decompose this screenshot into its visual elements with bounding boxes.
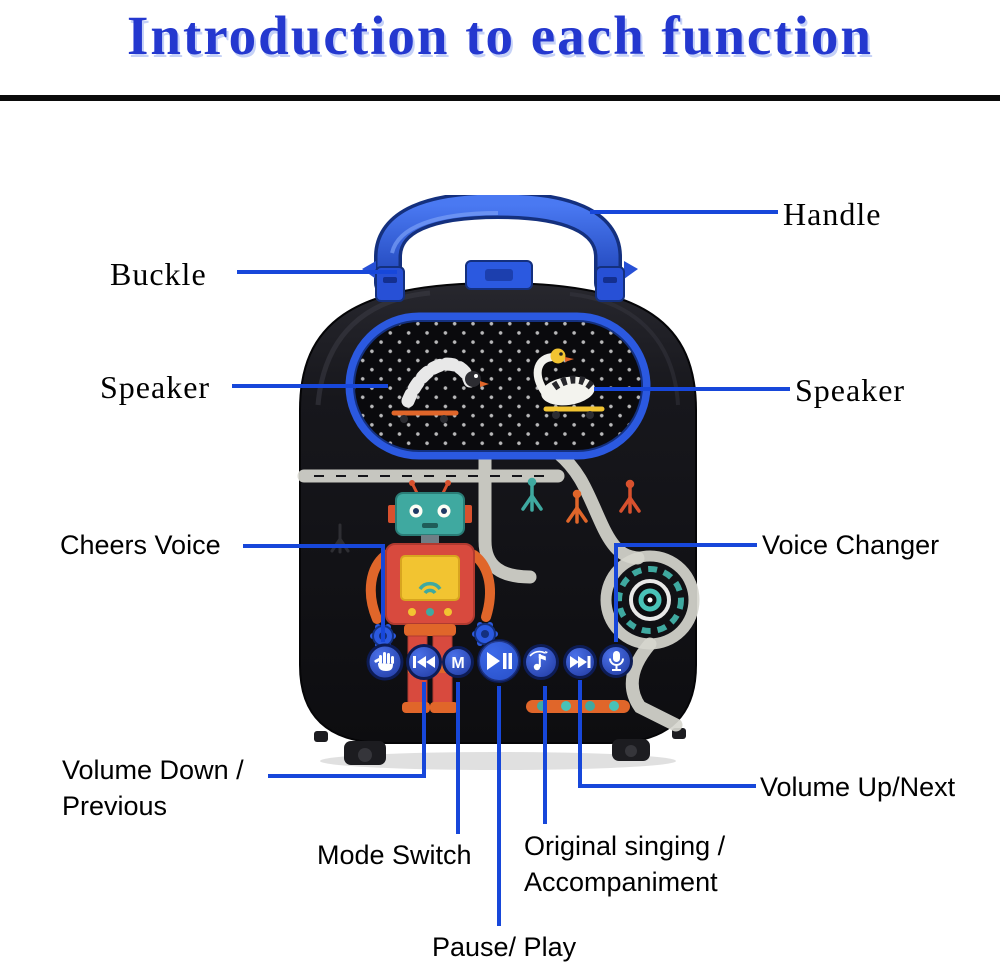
grille-critter-left xyxy=(391,357,489,423)
callout-line-pause-play xyxy=(497,686,501,926)
cheers-voice-button xyxy=(366,643,404,681)
callout-line-volume-down-h xyxy=(268,774,426,778)
speaker-grille xyxy=(345,312,651,460)
callout-line-cheers-h xyxy=(243,544,383,548)
left-foot xyxy=(344,741,386,765)
label-original-line2: Accompaniment xyxy=(524,867,718,897)
callout-line-handle xyxy=(590,210,778,214)
play-pause-icon xyxy=(487,652,512,670)
music-note-icon xyxy=(529,650,548,671)
label-original-line1: Original singing / xyxy=(524,831,726,861)
product-photo: M xyxy=(297,195,700,770)
label-volume-down-previous: Volume Down / Previous xyxy=(62,752,244,824)
volume-down-previous-button xyxy=(406,644,442,680)
callout-line-cheers-v xyxy=(381,544,385,642)
roundabout-road xyxy=(600,550,700,650)
callout-line-voice-changer-h xyxy=(618,543,757,547)
page-title: Introduction to each function xyxy=(126,5,874,66)
previous-track-icon xyxy=(413,656,435,668)
original-accompaniment-button xyxy=(523,644,559,680)
label-original-accompaniment: Original singing / Accompaniment xyxy=(524,828,725,900)
callout-line-speaker-right xyxy=(594,387,790,391)
callout-line-volume-down-v xyxy=(422,682,426,778)
callout-line-volume-up-h xyxy=(578,784,756,788)
gear-hand-right xyxy=(472,622,498,646)
label-volume-down-line2: Previous xyxy=(62,791,168,821)
label-mode-switch: Mode Switch xyxy=(317,840,472,870)
hand-icon xyxy=(374,652,394,671)
microphone-icon xyxy=(609,651,624,671)
label-cheers-voice: Cheers Voice xyxy=(60,530,221,560)
gear-hand-left xyxy=(370,624,396,648)
road-graphic xyxy=(297,442,683,732)
label-volume-up-next: Volume Up/Next xyxy=(760,772,956,802)
handle xyxy=(374,195,622,297)
mode-switch-button: M xyxy=(442,646,474,678)
voice-changer-button xyxy=(599,644,633,678)
buckle-right xyxy=(595,261,638,302)
pause-play-button xyxy=(477,639,521,683)
left-side-tab xyxy=(314,731,328,742)
voice-changer-dial-graphic xyxy=(616,566,684,634)
label-handle: Handle xyxy=(783,196,882,232)
next-track-icon xyxy=(570,656,591,668)
callout-line-buckle xyxy=(237,270,397,274)
grille-goose-right xyxy=(533,348,605,419)
callout-line-volume-up-v xyxy=(578,680,582,788)
label-speaker-right: Speaker xyxy=(795,372,906,408)
handle-hinge xyxy=(465,260,533,290)
label-buckle: Buckle xyxy=(110,256,207,292)
callout-line-voice-changer-v xyxy=(614,543,618,642)
right-foot xyxy=(612,739,650,761)
volume-up-next-button xyxy=(563,645,597,679)
callout-line-speaker-left xyxy=(232,384,388,388)
callout-line-mode-switch xyxy=(456,682,460,834)
label-speaker-left: Speaker xyxy=(100,369,211,405)
title-divider xyxy=(0,95,1000,101)
label-pause-play: Pause/ Play xyxy=(432,932,577,962)
callout-line-original xyxy=(543,686,547,824)
label-voice-changer: Voice Changer xyxy=(762,530,940,560)
buckle-left xyxy=(362,261,405,302)
letter-m-icon: M xyxy=(451,655,464,672)
label-volume-down-line1: Volume Down / xyxy=(62,755,244,785)
